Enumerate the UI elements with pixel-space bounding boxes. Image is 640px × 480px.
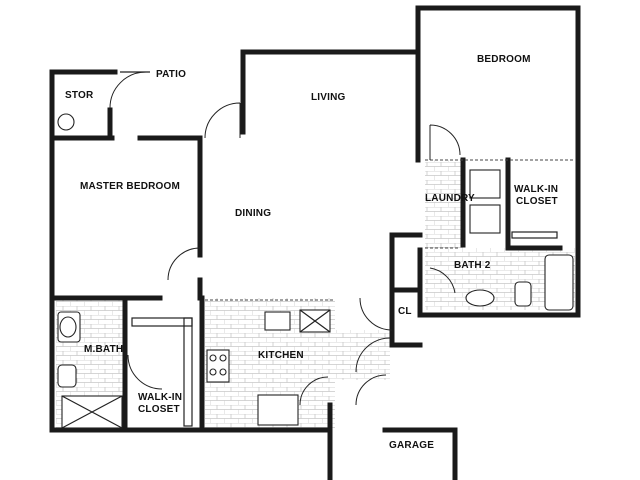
label-dining: DINING [235,208,271,219]
label-patio: PATIO [156,69,186,80]
label-stor: STOR [65,90,94,101]
label-m-bath: M.BATH [84,344,123,355]
label-bedroom: BEDROOM [477,54,531,65]
label-laundry: LAUNDRY [425,193,475,204]
tile-floors [56,160,575,428]
label-living: LIVING [311,92,346,103]
doors [109,71,461,406]
label-walkin-closet-1-b: CLOSET [138,404,180,415]
label-bath-2: BATH 2 [454,260,491,271]
label-master-bedroom: MASTER BEDROOM [80,181,180,192]
label-kitchen: KITCHEN [258,350,304,361]
label-walkin-closet-2-b: CLOSET [516,196,558,207]
label-cl: CL [398,306,412,317]
room-labels: PATIO STOR MASTER BEDROOM LIVING DINING … [65,54,558,451]
label-walkin-closet-2: WALK-IN [514,184,558,195]
fixtures [57,113,574,429]
label-walkin-closet-1: WALK-IN [138,392,182,403]
label-garage: GARAGE [389,440,434,451]
